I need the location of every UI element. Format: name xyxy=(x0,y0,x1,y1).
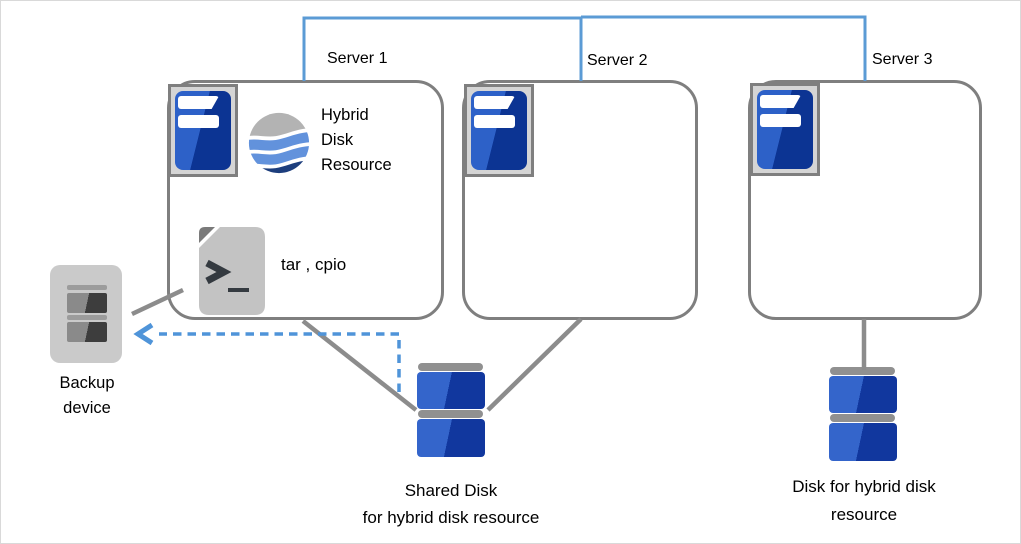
server-slot-bar xyxy=(474,96,515,109)
server-slot-bar xyxy=(178,115,219,128)
server-tower-icon xyxy=(168,84,238,177)
backup-slot-bar xyxy=(67,285,107,290)
disk-platter xyxy=(829,376,897,413)
server-tower-icon xyxy=(464,84,534,177)
server-slot-bar xyxy=(474,115,515,128)
server-slot-bar xyxy=(760,95,801,108)
disk-bar xyxy=(418,363,483,371)
disk-platter xyxy=(417,419,485,457)
shared-disk-label: Shared Disk for hybrid disk resource xyxy=(362,481,540,527)
server3-label: Server 3 xyxy=(872,51,933,68)
server-slot-bar xyxy=(178,96,219,109)
hybrid-disk-swirl-icon xyxy=(248,112,310,174)
backup-dataflow-dashed-line xyxy=(159,332,401,392)
backup-slot-bar xyxy=(67,315,107,320)
backup-dataflow-arrowhead xyxy=(133,322,154,346)
stacked-disks-icon xyxy=(417,363,485,457)
server-tower-icon xyxy=(750,83,820,176)
server-slot-bar xyxy=(760,114,801,127)
disk-platter xyxy=(829,423,897,461)
disk-bar xyxy=(830,414,895,422)
backup-slot xyxy=(67,293,107,313)
backup-slot xyxy=(67,322,107,342)
backup-tools-label: tar , cpio xyxy=(281,255,347,274)
server2-label: Server 2 xyxy=(587,52,648,69)
disk-bar xyxy=(418,410,483,418)
stacked-disks-icon xyxy=(829,367,897,461)
shell-script-file-icon xyxy=(199,227,265,315)
disk-bar xyxy=(830,367,895,375)
server2-shared-disk-line xyxy=(486,317,583,412)
server1-label: Server 1 xyxy=(327,50,388,67)
interconnect-line-server2-server3 xyxy=(581,15,867,81)
hybrid-disk-resource-label: Hybrid Disk Resource xyxy=(321,106,392,174)
hybrid-disk-label: Disk for hybrid disk resource xyxy=(792,477,936,524)
server1-shared-disk-line xyxy=(301,319,418,412)
tape-backup-device-icon xyxy=(50,265,122,363)
disk-platter xyxy=(417,372,485,409)
backup-device-label: Backup device xyxy=(59,374,115,417)
